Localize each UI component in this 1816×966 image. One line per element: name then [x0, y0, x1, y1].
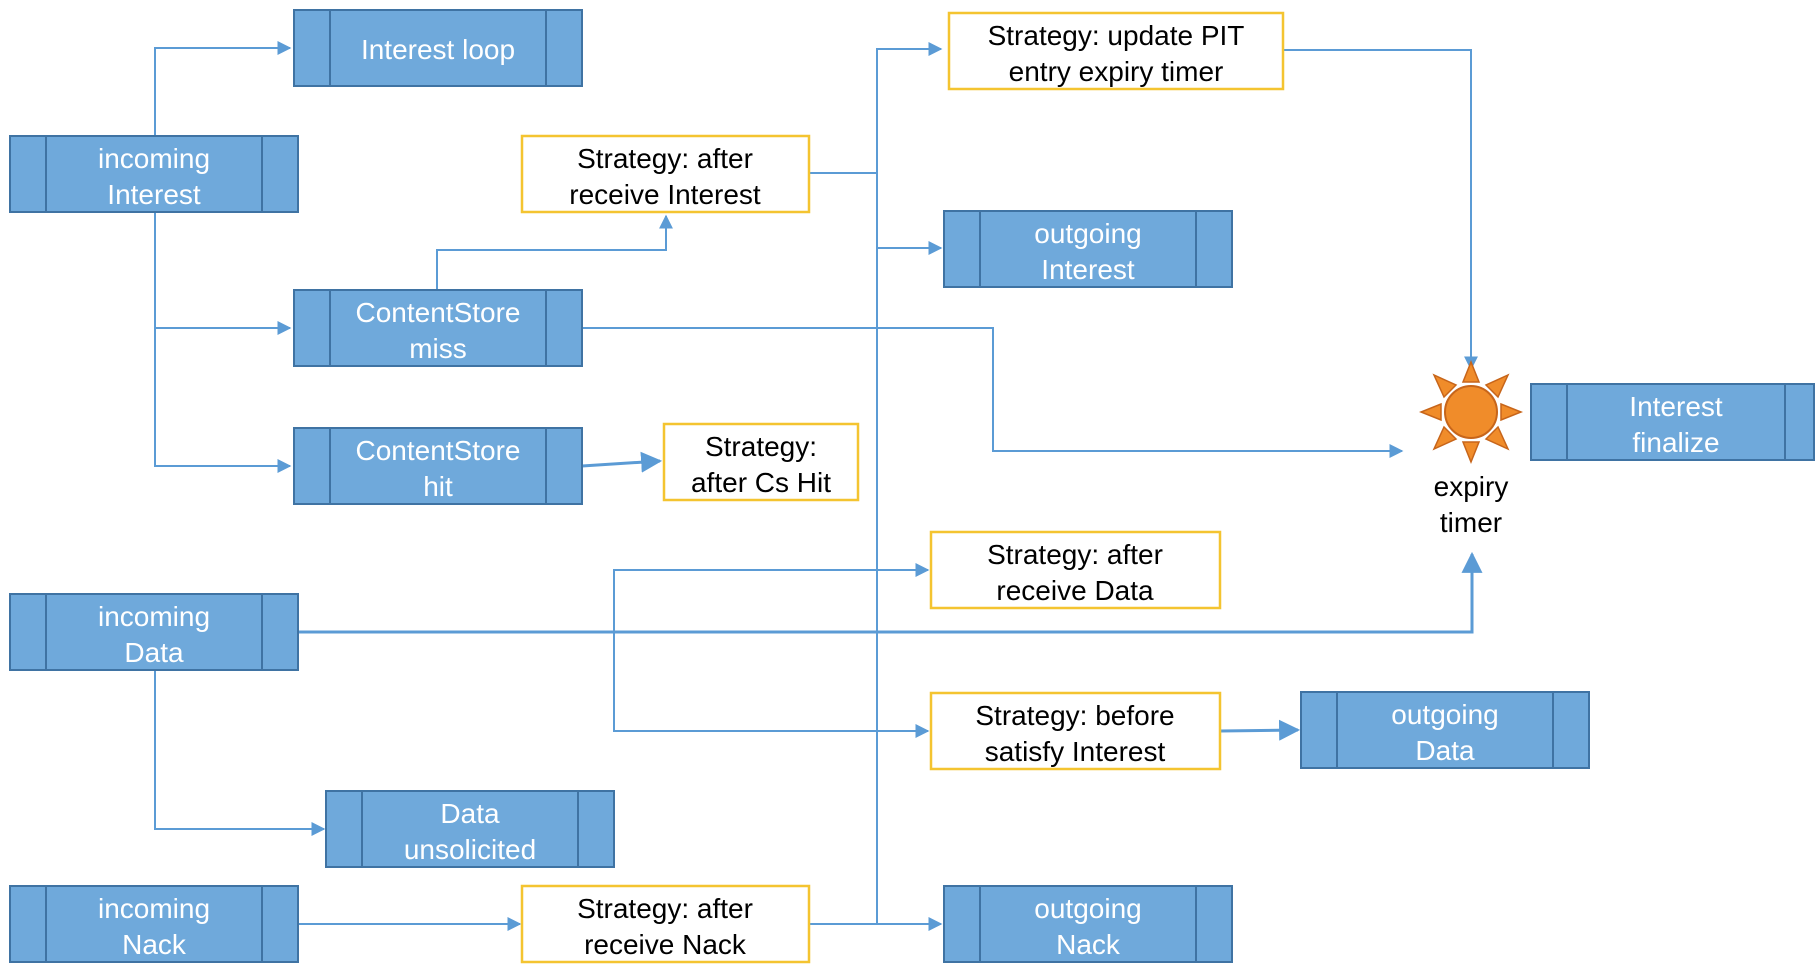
pipeline-label: incoming — [98, 893, 210, 924]
strategy-label: receive Data — [996, 575, 1154, 606]
arrow-incoming-data-to-after-receive-data — [613, 563, 930, 632]
pipeline-label: miss — [409, 333, 467, 364]
arrow-trunk-to-update-pit — [876, 42, 943, 173]
pipeline-label: outgoing — [1034, 218, 1141, 249]
pipeline-label: ContentStore — [356, 297, 521, 328]
strategy-after-receive-interest[interactable]: Strategy: after receive Interest — [520, 134, 811, 214]
expiry-timer[interactable]: expiry timer — [1418, 359, 1524, 538]
strategy-label: Strategy: — [705, 431, 817, 462]
pipeline-label: Nack — [1056, 929, 1121, 960]
strategy-label: after Cs Hit — [691, 467, 831, 498]
strategy-before-satisfy-interest[interactable]: Strategy: before satisfy Interest — [929, 691, 1222, 771]
pipeline-interest-loop[interactable]: Interest loop — [293, 9, 583, 87]
strategy-after-receive-nack[interactable]: Strategy: after receive Nack — [520, 884, 811, 964]
arrow-incoming-data-to-before-satisfy — [613, 632, 930, 738]
arrow-trunk-to-outgoing-interest — [876, 173, 943, 255]
arrow-incoming-interest-to-interest-loop — [154, 41, 292, 136]
pipeline-interest-finalize[interactable]: Interest finalize — [1530, 383, 1815, 461]
connectors — [154, 41, 1483, 931]
strategy-label: receive Interest — [569, 179, 761, 210]
pipeline-label: Nack — [122, 929, 187, 960]
pipeline-outgoing-nack[interactable]: outgoing Nack — [943, 885, 1233, 963]
pipeline-outgoing-data[interactable]: outgoing Data — [1300, 691, 1590, 769]
pipeline-label: Interest — [1629, 391, 1723, 422]
expiry-timer-label: timer — [1440, 507, 1502, 538]
arrow-cs-miss-to-after-receive-interest — [436, 214, 673, 290]
arrow-cs-miss-to-expiry-timer — [582, 327, 1404, 458]
pipeline-incoming-interest[interactable]: incoming Interest — [9, 135, 299, 213]
arrow-incoming-interest-to-cs-hit — [154, 328, 292, 473]
strategy-label: Strategy: after — [987, 539, 1163, 570]
pipeline-incoming-data[interactable]: incoming Data — [9, 593, 299, 671]
pipeline-label: Interest — [107, 179, 201, 210]
pipeline-label: ContentStore — [356, 435, 521, 466]
strategy-label: Strategy: after — [577, 893, 753, 924]
strategy-label: Strategy: update PIT — [988, 20, 1245, 51]
strategy-after-receive-data[interactable]: Strategy: after receive Data — [929, 530, 1222, 610]
pipeline-label: outgoing — [1391, 699, 1498, 730]
strategy-label: satisfy Interest — [985, 736, 1166, 767]
arrow-incoming-data-to-data-unsolicited — [154, 670, 326, 836]
pipeline-label: finalize — [1632, 427, 1719, 458]
pipeline-label: unsolicited — [404, 834, 536, 865]
expiry-timer-label: expiry — [1434, 471, 1509, 502]
sun-icon — [1418, 359, 1524, 465]
pipeline-label: Interest loop — [361, 34, 515, 65]
arrow-before-satisfy-to-outgoing-data — [1219, 719, 1301, 741]
strategy-update-pit-expiry[interactable]: Strategy: update PIT entry expiry timer — [947, 11, 1285, 91]
pipeline-label: outgoing — [1034, 893, 1141, 924]
pipeline-incoming-nack[interactable]: incoming Nack — [9, 885, 299, 963]
strategy-label: Strategy: after — [577, 143, 753, 174]
strategy-label: receive Nack — [584, 929, 747, 960]
pipeline-contentstore-hit[interactable]: ContentStore hit — [293, 427, 583, 505]
pipeline-label: Interest — [1041, 254, 1135, 285]
pipeline-outgoing-interest[interactable]: outgoing Interest — [943, 210, 1233, 288]
pipeline-label: hit — [423, 471, 453, 502]
pipeline-data-unsolicited[interactable]: Data unsolicited — [325, 790, 615, 868]
pipeline-label: incoming — [98, 143, 210, 174]
pipeline-label: Data — [124, 637, 184, 668]
pipeline-label: incoming — [98, 601, 210, 632]
pipeline-label: Data — [440, 798, 500, 829]
pipeline-contentstore-miss[interactable]: ContentStore miss — [293, 289, 583, 367]
arrow-incoming-data-to-expiry-timer — [298, 551, 1483, 634]
arrow-update-pit-to-expiry-timer — [1283, 49, 1478, 371]
strategy-label: Strategy: before — [975, 700, 1174, 731]
arrow-cs-hit-to-after-cs-hit — [581, 451, 663, 473]
strategy-after-cs-hit[interactable]: Strategy: after Cs Hit — [662, 422, 860, 502]
arrow-incoming-interest-to-cs-miss — [154, 213, 292, 335]
strategy-label: entry expiry timer — [1009, 56, 1224, 87]
pipeline-label: Data — [1415, 735, 1475, 766]
